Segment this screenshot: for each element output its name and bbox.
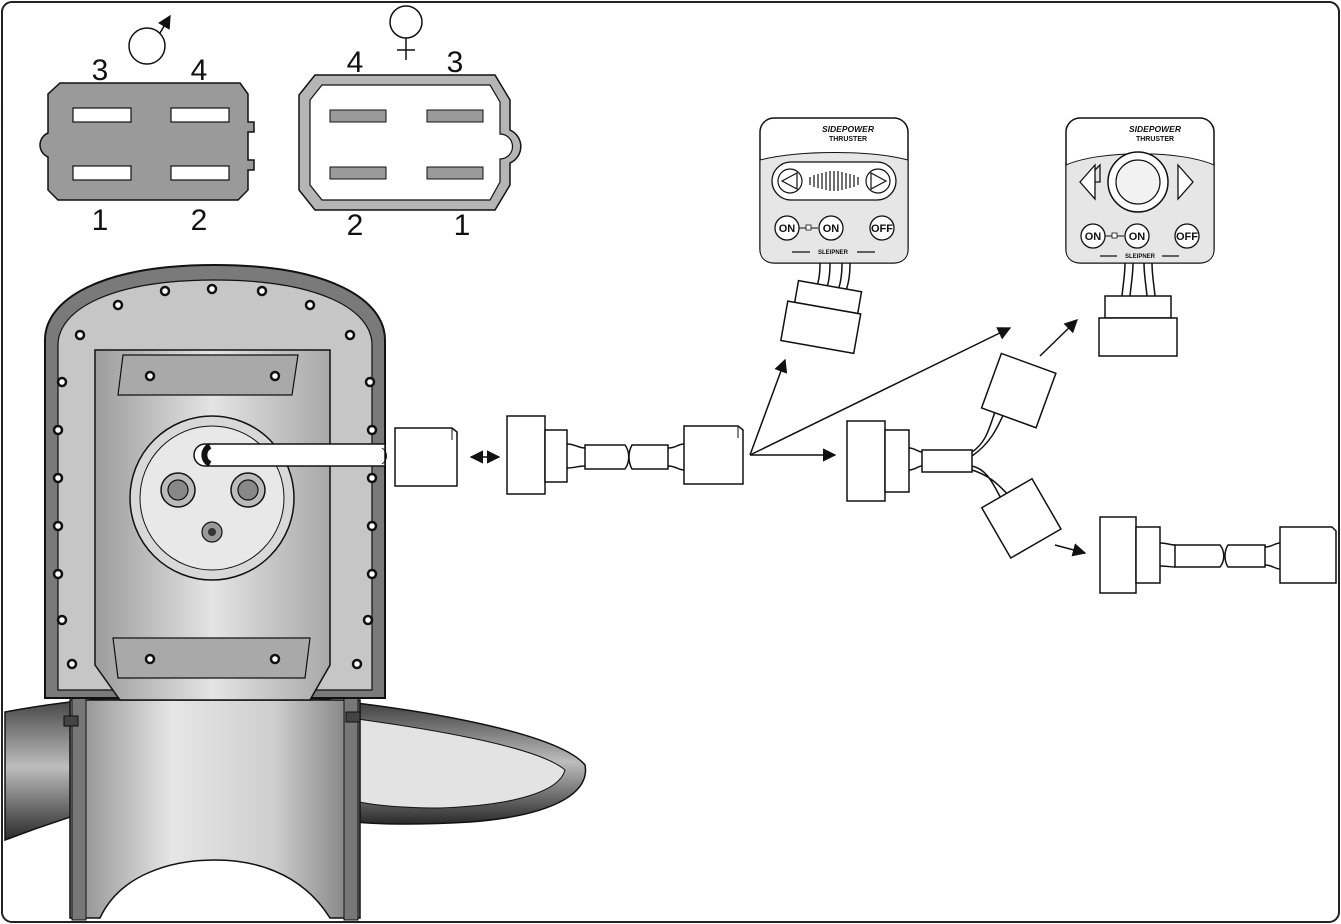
tunnel-tube [69,699,361,919]
male-pin-2-label: 2 [191,204,208,237]
female-pin-slot [426,109,484,123]
panel-2-brand: SIDEPOWER [1129,124,1182,134]
male-pin-slot [170,165,230,181]
thruster-assembly [4,263,587,921]
female-pin-slot [426,166,484,180]
panel-2-off-button [1174,223,1200,249]
panel-1-on-label-2: ON [823,223,840,235]
female-pin-2-label: 2 [347,209,364,242]
male-connector-body [39,82,255,201]
panel-1-maker: SLEIPNER [818,250,849,256]
panel-2-maker: SLEIPNER [1125,254,1156,260]
panel-2-off-label: OFF [1176,231,1198,243]
control-panel-2: SIDEPOWER THRUSTER ON ON OFF SLEIPNER [1065,117,1215,357]
panel-2-on-button-2 [1124,223,1150,249]
male-connector: 3 4 1 2 [39,14,255,237]
panel-1-on-label-1: ON [779,223,796,235]
extension-cable-2 [1099,516,1337,594]
joystick-grip-icon [809,171,859,191]
thruster-connector [394,427,458,487]
panel-2-model: THRUSTER [1136,136,1174,143]
motor-plate-top-bar [117,354,299,396]
plate-screws [144,370,281,665]
motor-control-cable [193,443,386,467]
panel-1-brand: SIDEPOWER [822,124,875,134]
motor-plate-bottom-bar [112,637,311,679]
control-panel-1: SIDEPOWER THRUSTER ON ON OFF SLEIPNER [759,117,909,355]
female-pin-slot [329,166,387,180]
female-pin-4-label: 4 [347,46,364,79]
female-symbol-icon [389,5,423,60]
female-pin-slot [329,109,387,123]
port-arrow-icon [777,168,803,194]
motor-small-terminal [201,521,223,543]
tunnel-inner [349,717,566,809]
extension-cable [506,415,744,495]
panel-1-off-button [869,215,895,241]
panel-1-model: THRUSTER [829,136,867,143]
panel-1-on-button-2 [818,215,844,241]
female-pin-3-label: 3 [447,46,464,79]
panel-1-off-label: OFF [871,223,893,235]
male-pin-1-label: 1 [92,204,109,237]
panel-2-on-label-2: ON [1129,231,1146,243]
female-connector: 4 3 2 1 [298,5,522,242]
female-pin-1-label: 1 [454,209,471,242]
male-pin-4-label: 4 [191,54,208,87]
male-symbol-icon [128,14,171,65]
male-pin-3-label: 3 [92,54,109,87]
motor-terminal-positive [160,472,196,508]
y-splitter-cable [846,352,1063,560]
flange-bolts [52,283,378,670]
male-pin-slot [72,107,132,123]
panel-2-on-label-1: ON [1085,231,1102,243]
female-connector-face [309,84,514,201]
male-pin-slot [72,165,132,181]
branch-arrows [749,319,1087,557]
starboard-arrow-icon [865,168,891,194]
motor-terminal-negative [230,472,266,508]
starboard-arrow-icon [1177,163,1194,201]
male-pin-slot [170,107,230,123]
